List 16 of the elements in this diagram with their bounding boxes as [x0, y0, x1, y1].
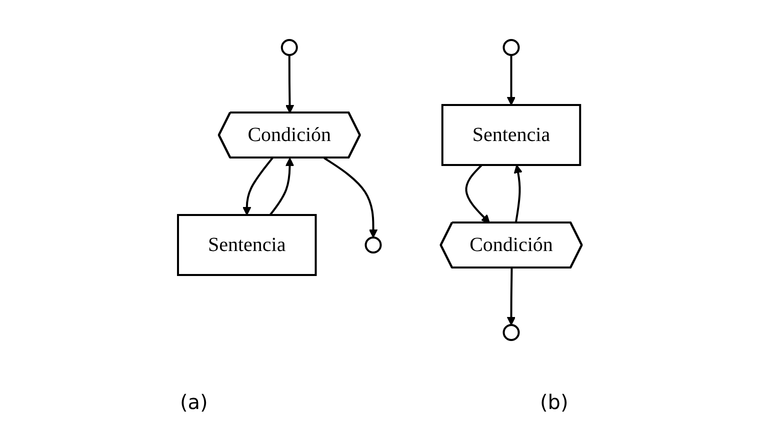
arrow	[268, 158, 294, 216]
node-box: Sentencia	[441, 104, 581, 166]
arrow	[464, 164, 490, 224]
panel-label: (a)	[180, 390, 208, 414]
panel-label: (b)	[540, 390, 568, 414]
node-circle	[502, 324, 520, 341]
node-circle	[364, 236, 382, 254]
node-circle	[502, 39, 520, 56]
node-box: Sentencia	[176, 214, 316, 276]
node-circle	[280, 39, 298, 56]
arrow	[513, 164, 522, 224]
arrow	[506, 268, 516, 326]
arrow	[506, 55, 516, 106]
arrow	[242, 157, 273, 216]
arrow	[284, 55, 294, 114]
arrow	[323, 157, 378, 238]
